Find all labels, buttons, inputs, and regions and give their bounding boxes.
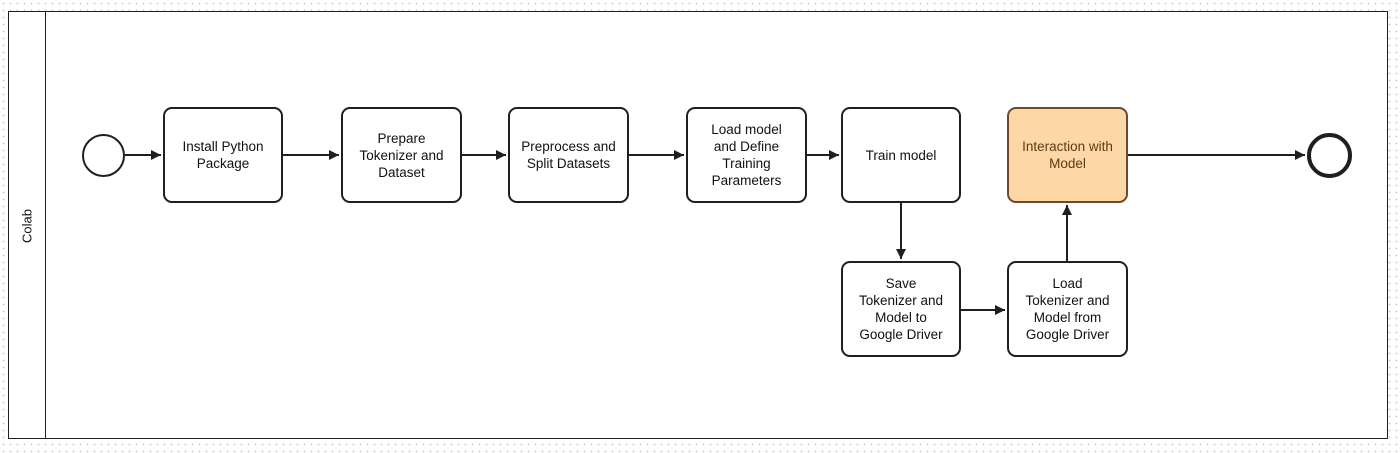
- lane-header: [9, 12, 46, 438]
- task-label: Load model and Define Training Parameter…: [711, 122, 782, 188]
- end-event[interactable]: [1307, 133, 1352, 178]
- task-label: Preprocess and Split Datasets: [521, 139, 616, 171]
- task-load-tokenizer-and-model[interactable]: Load Tokenizer and Model from Google Dri…: [1007, 261, 1128, 357]
- task-label: Save Tokenizer and Model to Google Drive…: [858, 276, 944, 342]
- task-preprocess-and-split-datasets[interactable]: Preprocess and Split Datasets: [508, 107, 629, 203]
- task-label: Train model: [865, 147, 937, 163]
- task-save-tokenizer-and-model[interactable]: Save Tokenizer and Model to Google Drive…: [841, 261, 961, 357]
- pool: Colab: [8, 11, 1388, 439]
- task-label: Interaction with Model: [1022, 139, 1113, 171]
- task-label: Install Python Package: [182, 139, 264, 171]
- task-label: Prepare Tokenizer and Dataset: [359, 130, 444, 180]
- task-label: Load Tokenizer and Model from Google Dri…: [1025, 276, 1110, 342]
- task-train-model[interactable]: Train model: [841, 107, 961, 203]
- start-event[interactable]: [82, 134, 125, 177]
- task-interaction-with-model[interactable]: Interaction with Model: [1007, 107, 1128, 203]
- task-load-model-and-define-training-parameters[interactable]: Load model and Define Training Parameter…: [686, 107, 807, 203]
- task-prepare-tokenizer-and-dataset[interactable]: Prepare Tokenizer and Dataset: [341, 107, 462, 203]
- task-install-python-package[interactable]: Install Python Package: [163, 107, 283, 203]
